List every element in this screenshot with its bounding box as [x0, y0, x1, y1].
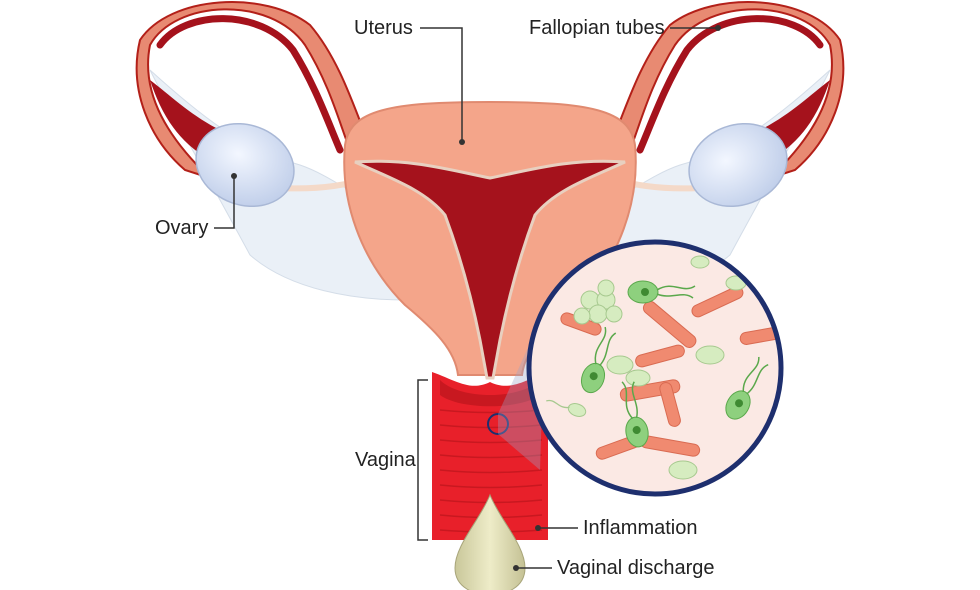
label-vagina: Vagina: [355, 449, 416, 471]
vagina-bracket: [417, 379, 428, 541]
magnifier-origin: [487, 413, 509, 435]
label-fallopian-tubes: Fallopian tubes: [529, 17, 665, 39]
leader-dots: [231, 25, 721, 571]
right-ovary: [688, 122, 788, 208]
left-fallopian-lumen: [156, 15, 344, 154]
vaginal-rugae: [439, 409, 543, 533]
uterus-leader: [420, 27, 463, 142]
left-ovary: [195, 122, 295, 208]
vagina: [432, 372, 548, 540]
label-uterus: Uterus: [354, 17, 413, 39]
magnified-view-border: [526, 239, 784, 497]
endometrium: [354, 159, 626, 380]
trichomonas-cells: [546, 280, 769, 448]
label-vaginal-discharge: Vaginal discharge: [557, 557, 715, 579]
ovary-leader: [214, 176, 235, 229]
left-fallopian-tube: [135, 1, 374, 179]
label-ovary: Ovary: [155, 217, 209, 239]
microorganisms: [546, 255, 781, 480]
right-fallopian-lumen: [636, 15, 824, 154]
leader-lines: [214, 27, 718, 569]
discharge-drop: [454, 493, 526, 590]
cervix-tip: [440, 380, 540, 407]
label-inflammation: Inflammation: [583, 517, 698, 539]
